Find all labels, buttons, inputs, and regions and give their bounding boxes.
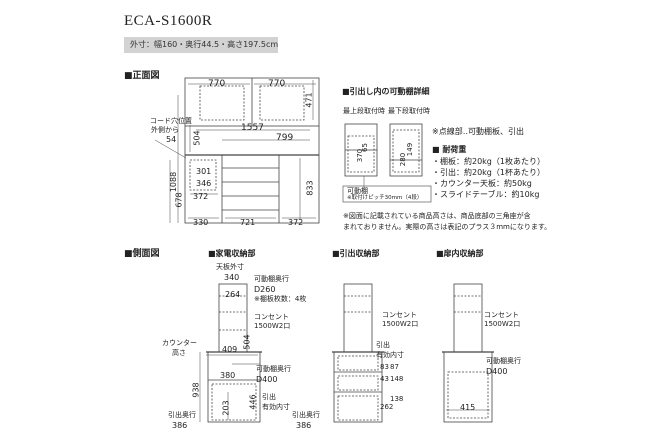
- load-item: ・スライドテーブル：約10kg: [432, 190, 540, 199]
- dim-height-1088: 1088: [169, 171, 179, 193]
- dim-bottom-721: 721: [240, 218, 256, 227]
- door-shelf-d400: D400: [486, 367, 508, 376]
- dim-bottom-372: 372: [288, 218, 304, 227]
- outer-dimensions-bar: 外寸：幅160・奥行44.5・高さ197.5cm: [124, 37, 278, 53]
- counter-height-label-2: 高さ: [172, 349, 186, 357]
- dim-409: 409: [222, 345, 238, 354]
- shelf-depth-d260: D260: [254, 285, 276, 294]
- appliance-storage-heading: ■家電収納部: [208, 249, 256, 258]
- cord-hole-label-3: 54: [166, 135, 177, 144]
- door-width-415: 415: [460, 403, 476, 412]
- mount-pitch-note: ※取付けピッチ30mm（4段）: [347, 195, 423, 201]
- dim-height-504: 504: [192, 130, 202, 146]
- drawer-dim: 87: [390, 363, 399, 371]
- front-view-heading: ■正面図: [124, 71, 160, 81]
- outlet-label: コンセント: [254, 313, 289, 321]
- appliance-drawer-label-1: 引出: [262, 393, 276, 401]
- side-door-drawing: [442, 283, 494, 423]
- drawer-storage-heading: ■引出収納部: [332, 249, 380, 258]
- detail-dim-65: 65: [360, 143, 369, 152]
- door-outlet-label: コンセント: [484, 311, 519, 319]
- top-mount-label: 最上段取付時: [343, 107, 385, 115]
- drawer-dim: 83: [380, 363, 389, 371]
- front-elevation: [154, 77, 320, 224]
- dim-top-left-770: 770: [208, 79, 226, 89]
- counter-height-label-1: カウンター: [162, 339, 197, 347]
- drawer-dim: 148: [390, 375, 404, 383]
- dim-372-mid: 372: [193, 192, 209, 201]
- door-shelf-label: 可動棚奥行: [486, 357, 521, 365]
- appliance-pull-depth-label: 引出奥行: [168, 411, 196, 419]
- disclaimer-line-1: ※図面に記載されている商品高さは、商品底部の三角座が含: [343, 212, 531, 220]
- drawer-pull-depth-label: 引出奥行: [292, 411, 320, 419]
- dim-bottom-330: 330: [193, 218, 209, 227]
- door-storage-heading: ■扉内収納部: [436, 249, 484, 258]
- side-drawer-drawing: [332, 283, 384, 423]
- drawer-detail-sketches: [342, 123, 432, 203]
- movable-shelf-note: 可動棚: [347, 187, 368, 195]
- dim-top-right-770: 770: [268, 79, 286, 89]
- drawer-inner-label-1: 引出: [376, 341, 390, 349]
- cord-hole-label-1: コード穴位置: [150, 117, 192, 125]
- drawer-pull-depth-386: 386: [296, 421, 312, 430]
- outlet-value: 1500W2口: [254, 322, 291, 330]
- dim-446: 446: [248, 394, 258, 410]
- drawer-detail-heading: ■引出し内の可動棚詳細: [342, 87, 430, 96]
- dim-height-678: 678: [174, 192, 184, 208]
- cord-hole-label-2: 外側から: [151, 126, 179, 134]
- disclaimer-line-2: まれておりません。実際の高さは表記のプラス３mmになります。: [343, 223, 552, 231]
- dim-width-1557: 1557: [241, 123, 264, 133]
- drawer-dim: 262: [380, 403, 394, 411]
- dim-938: 938: [191, 382, 201, 398]
- front-lower-cabinet: [184, 154, 320, 224]
- side-appliance-drawing: [199, 283, 262, 423]
- shelf-264: 264: [225, 290, 241, 299]
- load-capacity-heading: ■ 耐荷重: [432, 145, 467, 154]
- drawer-inner-label-2: 有効内寸: [376, 351, 404, 359]
- dim-380: 380: [220, 371, 236, 380]
- door-outlet-value: 1500W2口: [484, 320, 521, 328]
- bottom-mount-label: 最下段取付時: [388, 107, 430, 115]
- load-item: ・棚板：約20kg（1枚あたり）: [432, 157, 545, 166]
- dim-height-833: 833: [305, 180, 315, 196]
- shelf-depth-label: 可動棚奥行: [254, 275, 289, 283]
- top-board-label: 天板外寸: [216, 263, 244, 271]
- dim-width-799: 799: [276, 133, 294, 143]
- dim-203: 203: [221, 400, 231, 416]
- load-item: ・引出：約20kg（1杯あたり）: [432, 168, 545, 177]
- lower-shelf-label: 可動棚奥行: [256, 365, 291, 373]
- legend-note: ※点線部‥可動棚板、引出: [432, 127, 525, 136]
- top-board-340: 340: [224, 273, 240, 282]
- appliance-pull-depth-386: 386: [172, 421, 188, 430]
- dim-301: 301: [196, 167, 212, 176]
- drawer-outlet-label: コンセント: [382, 311, 417, 319]
- shelf-count-note: ※棚板枚数：4枚: [254, 295, 307, 303]
- dim-346: 346: [196, 179, 212, 188]
- appliance-h-504: 504: [242, 334, 252, 350]
- model-title: ECA-S1600R: [124, 13, 213, 29]
- load-item: ・カウンター天板：約50kg: [432, 179, 532, 188]
- detail-dim-149: 149: [406, 142, 415, 157]
- drawer-outlet-value: 1500W2口: [382, 320, 419, 328]
- drawer-dim: 138: [390, 395, 404, 403]
- dim-right-471: 471: [304, 92, 314, 108]
- side-view-heading: ■側面図: [124, 249, 160, 259]
- drawer-dim: 43: [380, 375, 389, 383]
- lower-shelf-d400: D400: [256, 375, 278, 384]
- appliance-drawer-label-2: 有効内寸: [262, 403, 290, 411]
